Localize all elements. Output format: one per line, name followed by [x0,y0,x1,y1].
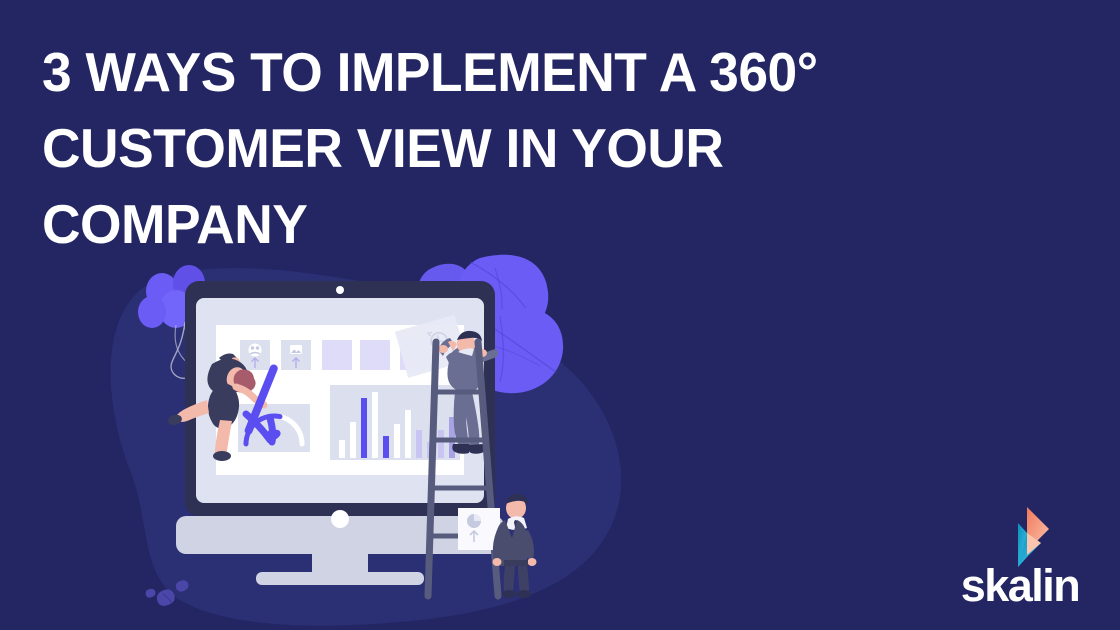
skalin-arrow-mark [1018,507,1049,567]
brand-wordmark: skalin [960,560,1081,611]
headline: 3 WAYS TO IMPLEMENT A 360° CUSTOMER VIEW… [42,34,1002,262]
man-standing-suit [492,493,537,598]
monitor-camera [336,286,344,294]
monitor-home-button [331,510,349,528]
up-arrow-icon-3 [469,529,479,542]
headline-line-2: CUSTOMER VIEW IN YOUR [42,117,724,179]
monitor-neck [312,551,368,575]
headline-line-1: 3 WAYS TO IMPLEMENT A 360° [42,41,818,103]
headline-line-3: COMPANY [42,193,308,255]
brand-logo[interactable]: skalin [955,505,1085,610]
small-leaves [145,580,189,606]
up-arrow-icon-2 [292,357,300,368]
pie-chart-card [458,508,500,550]
purple-pointer-prop [242,364,278,446]
people-icon [248,343,262,357]
placeholder-card-1 [322,340,352,370]
woman-with-balloons [168,353,268,461]
man-on-ladder [438,330,499,454]
up-arrow-icon [251,357,259,368]
pie-chart-icon [467,514,481,528]
monitor-foot [256,572,424,585]
placeholder-card-2 [360,340,390,370]
monitor-chin [176,516,504,554]
